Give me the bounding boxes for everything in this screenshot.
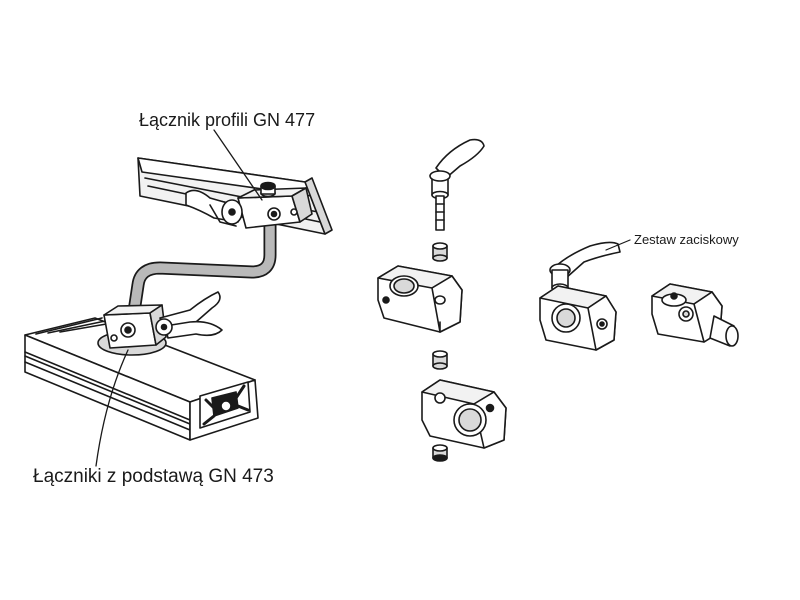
profile-assembly-icon bbox=[24, 129, 333, 467]
upper-clamp-lever bbox=[185, 189, 243, 227]
base-connector bbox=[97, 304, 167, 356]
clamp-kit-pin-block bbox=[651, 283, 739, 347]
exploded-set-screw bbox=[432, 444, 448, 462]
base-profile bbox=[24, 317, 259, 441]
exploded-clamp-icon bbox=[377, 138, 507, 462]
lower-clamp-lever bbox=[155, 291, 223, 339]
leader-line-profile bbox=[213, 129, 263, 201]
label-base-connectors: Łączniki z podstawą GN 473 bbox=[33, 466, 274, 487]
clamp-kit-block bbox=[539, 239, 631, 351]
exploded-washer-bottom bbox=[432, 350, 448, 370]
label-clamp-kit: Zestaw zaciskowy bbox=[634, 232, 739, 247]
leader-line-kit bbox=[605, 239, 631, 251]
exploded-block-bottom bbox=[421, 379, 507, 449]
bent-rod bbox=[125, 211, 277, 332]
exploded-block-top bbox=[377, 265, 463, 333]
clamp-kit-icon bbox=[539, 239, 739, 351]
exploded-washer-top bbox=[432, 242, 448, 262]
leader-line-base bbox=[95, 349, 129, 467]
upper-profile-connector bbox=[237, 181, 313, 229]
exploded-lever bbox=[429, 138, 485, 231]
label-profile-connector: Łącznik profili GN 477 bbox=[139, 110, 316, 130]
